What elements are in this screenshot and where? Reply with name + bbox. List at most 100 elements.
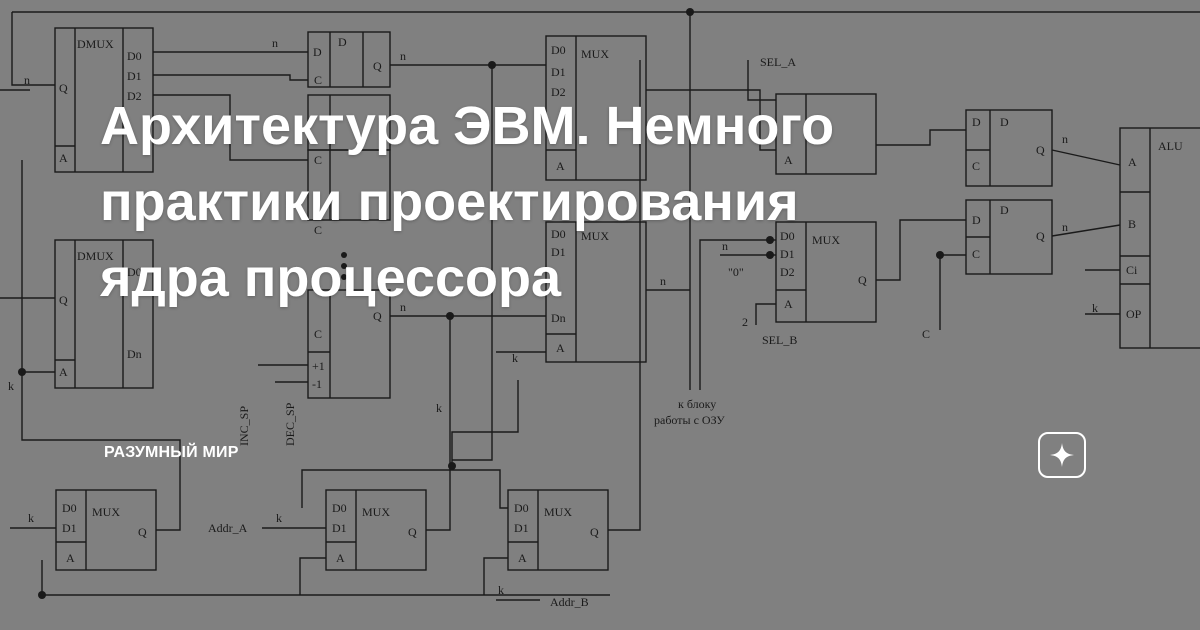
- dec-sp-label: DEC_SP: [283, 402, 297, 446]
- svg-text:D0: D0: [551, 227, 566, 241]
- title-line-1: Архитектура ЭВМ. Немного: [100, 96, 835, 156]
- svg-text:D1: D1: [551, 65, 566, 79]
- svg-text:Q: Q: [1036, 229, 1045, 243]
- svg-text:n: n: [660, 274, 666, 288]
- mux-br-label: MUX: [544, 505, 572, 519]
- svg-text:k: k: [512, 351, 518, 365]
- svg-text:Q: Q: [373, 59, 382, 73]
- svg-text:D: D: [1000, 203, 1009, 217]
- addr-b-label: Addr_B: [550, 595, 589, 609]
- svg-text:D1: D1: [780, 247, 795, 261]
- svg-text:D: D: [1000, 115, 1009, 129]
- mux-sel-label: MUX: [812, 233, 840, 247]
- svg-text:k: k: [1092, 301, 1098, 315]
- title-line-3: ядра процессора: [100, 248, 561, 308]
- svg-text:D0: D0: [780, 229, 795, 243]
- svg-text:k: k: [436, 401, 442, 415]
- sparkle-star-button[interactable]: [1038, 432, 1086, 478]
- svg-text:Q: Q: [373, 309, 382, 323]
- svg-text:Dn: Dn: [127, 347, 142, 361]
- svg-text:A: A: [784, 297, 793, 311]
- svg-text:D0: D0: [127, 265, 142, 279]
- mux-bl-label: MUX: [92, 505, 120, 519]
- article-title[interactable]: Архитектура ЭВМ. Немного практики проект…: [100, 88, 1080, 316]
- svg-text:Q: Q: [138, 525, 147, 539]
- mux-top-label: MUX: [581, 47, 609, 61]
- svg-text:Q: Q: [59, 293, 68, 307]
- svg-text:k: k: [8, 379, 14, 393]
- svg-text:D0: D0: [551, 43, 566, 57]
- svg-text:D2: D2: [127, 89, 142, 103]
- svg-text:D0: D0: [514, 501, 529, 515]
- svg-text:B: B: [1128, 217, 1136, 231]
- ram-note-line1: к блоку: [678, 397, 716, 411]
- dmux1-label: DMUX: [77, 37, 114, 51]
- svg-text:D0: D0: [127, 49, 142, 63]
- svg-text:C: C: [314, 153, 322, 167]
- svg-text:+1: +1: [312, 359, 325, 373]
- svg-text:D1: D1: [62, 521, 77, 535]
- svg-text:C: C: [972, 247, 980, 261]
- svg-text:-1: -1: [312, 377, 322, 391]
- svg-text:C: C: [922, 327, 930, 341]
- svg-text:A: A: [556, 159, 565, 173]
- svg-text:Ci: Ci: [1126, 263, 1138, 277]
- svg-text:D0: D0: [332, 501, 347, 515]
- svg-text:D: D: [972, 213, 981, 227]
- svg-text:D: D: [338, 35, 347, 49]
- svg-text:A: A: [556, 341, 565, 355]
- svg-text:Q: Q: [408, 525, 417, 539]
- svg-text:A: A: [66, 551, 75, 565]
- svg-text:C: C: [972, 159, 980, 173]
- svg-text:"0": "0": [728, 265, 744, 279]
- svg-text:D0: D0: [62, 501, 77, 515]
- svg-text:Dn: Dn: [551, 311, 566, 325]
- svg-text:n: n: [722, 239, 728, 253]
- sel-a-label: SEL_A: [760, 55, 796, 69]
- svg-text:D2: D2: [780, 265, 795, 279]
- ram-note-line2: работы с ОЗУ: [654, 413, 725, 427]
- sparkle-star-icon: [1050, 443, 1074, 467]
- alu-label: ALU: [1158, 139, 1183, 153]
- inc-sp-label: INC_SP: [237, 406, 251, 446]
- svg-text:n: n: [24, 73, 30, 87]
- svg-text:Q: Q: [590, 525, 599, 539]
- svg-text:k: k: [28, 511, 34, 525]
- svg-text:k: k: [276, 511, 282, 525]
- svg-text:n: n: [400, 49, 406, 63]
- svg-text:n: n: [1062, 220, 1068, 234]
- svg-text:n: n: [1062, 132, 1068, 146]
- svg-text:C: C: [314, 327, 322, 341]
- dmux2-label: DMUX: [77, 249, 114, 263]
- svg-text:A: A: [784, 153, 793, 167]
- channel-name[interactable]: РАЗУМНЫЙ МИР: [104, 444, 239, 461]
- title-line-2: практики проектирования: [100, 172, 799, 232]
- mux-mid-label: MUX: [581, 229, 609, 243]
- mux-bc-label: MUX: [362, 505, 390, 519]
- svg-text:2: 2: [742, 315, 748, 329]
- svg-text:Q: Q: [1036, 143, 1045, 157]
- svg-text:A: A: [336, 551, 345, 565]
- svg-text:C: C: [314, 223, 322, 237]
- svg-text:D1: D1: [551, 245, 566, 259]
- svg-text:A: A: [59, 151, 68, 165]
- svg-text:A: A: [518, 551, 527, 565]
- svg-text:D1: D1: [514, 521, 529, 535]
- svg-text:n: n: [400, 300, 406, 314]
- svg-text:D: D: [313, 45, 322, 59]
- svg-text:C: C: [314, 73, 322, 87]
- svg-text:n: n: [272, 36, 278, 50]
- svg-text:Q: Q: [59, 81, 68, 95]
- svg-text:D1: D1: [332, 521, 347, 535]
- svg-text:D2: D2: [551, 85, 566, 99]
- sel-b-label: SEL_B: [762, 333, 797, 347]
- svg-text:A: A: [59, 365, 68, 379]
- svg-text:k: k: [498, 583, 504, 597]
- svg-text:OP: OP: [1126, 307, 1142, 321]
- svg-text:A: A: [1128, 155, 1137, 169]
- svg-text:D1: D1: [127, 69, 142, 83]
- svg-text:Q: Q: [858, 273, 867, 287]
- addr-a-label: Addr_A: [208, 521, 248, 535]
- svg-text:D: D: [972, 115, 981, 129]
